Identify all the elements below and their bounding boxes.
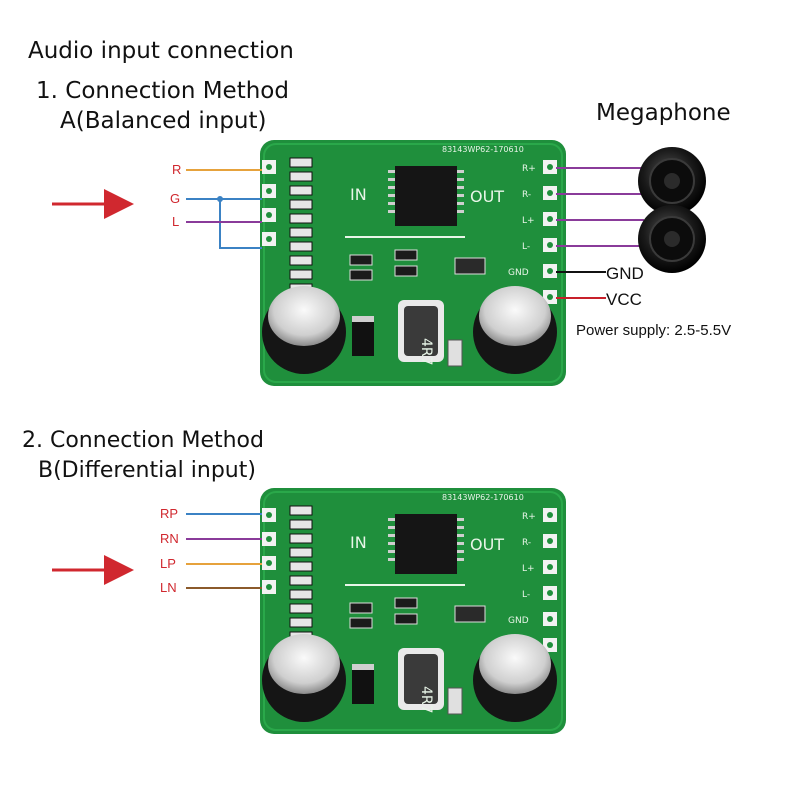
- method-a-title: 1. Connection Method: [36, 78, 289, 104]
- out-silk-rp-b: R+: [522, 512, 536, 522]
- out-silk-ln-b: L-: [522, 590, 530, 600]
- pin-label-r: R: [172, 162, 182, 177]
- out-silk-ln-a: L-: [522, 242, 530, 252]
- board-id-b: 83143WP62-170610: [442, 493, 524, 502]
- out-silk-a: OUT: [470, 187, 504, 206]
- out-silk-gnd-a: GND: [508, 268, 529, 278]
- pin-label-rp: RP: [160, 506, 179, 521]
- in-silk-b: IN: [350, 533, 367, 552]
- speaker-icon-1: [638, 147, 706, 215]
- out-silk-lp-a: L+: [522, 216, 535, 226]
- wire-g-a: [186, 198, 262, 249]
- amplifier-board-a: 83143WP62-170610 IN OUT R+ R- L+ L- GND …: [259, 139, 567, 387]
- pin-label-lp: LP: [160, 556, 176, 571]
- method-b-title: 2. Connection Method: [22, 428, 264, 453]
- pin-label-rn: RN: [160, 531, 179, 546]
- out-silk-rn-a: R-: [522, 190, 531, 200]
- amplifier-board-b: 83143WP62-170610 IN OUT R+ R- L+ L- GND …: [259, 487, 567, 735]
- gnd-label: GND: [606, 264, 644, 283]
- diagram-title: Audio input connection: [28, 38, 294, 64]
- pin-label-g: G: [170, 191, 181, 206]
- pin-label-l: L: [172, 214, 180, 229]
- pin-label-ln: LN: [160, 580, 177, 595]
- power-supply-note: Power supply: 2.5-5.5V: [576, 322, 732, 339]
- vcc-label: VCC: [606, 290, 642, 309]
- out-silk-b: OUT: [470, 535, 504, 554]
- board-id-a: 83143WP62-170610: [442, 145, 524, 154]
- megaphone-label: Megaphone: [596, 100, 731, 126]
- junction-dot: [217, 196, 223, 202]
- out-silk-rn-b: R-: [522, 538, 531, 548]
- out-silk-gnd-b: GND: [508, 616, 529, 626]
- method-a-subtitle: A(Balanced input): [60, 108, 267, 134]
- out-silk-lp-b: L+: [522, 564, 535, 574]
- method-b-subtitle: B(Differential input): [38, 458, 256, 483]
- inductor-label-a: 4R7: [418, 338, 434, 366]
- out-silk-rp-a: R+: [522, 164, 536, 174]
- speaker-icon-2: [638, 205, 706, 273]
- inductor-label-b: 4R7: [418, 686, 434, 714]
- in-silk-a: IN: [350, 185, 367, 204]
